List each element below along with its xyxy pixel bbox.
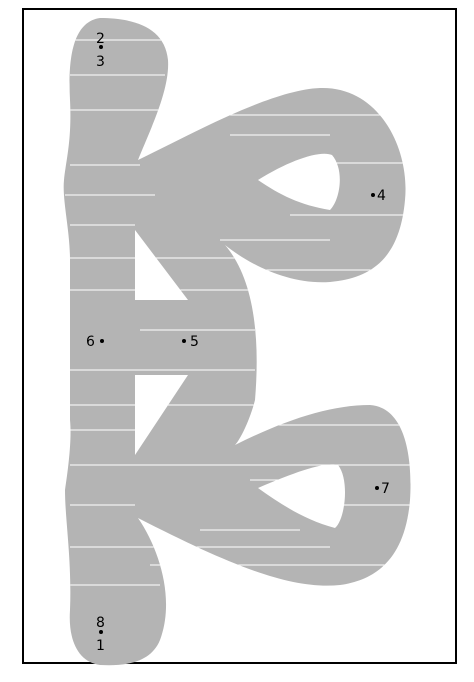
point-label-6: 6 bbox=[86, 334, 95, 350]
point-label-2: 2 bbox=[96, 31, 105, 47]
point-6-dot bbox=[100, 339, 104, 343]
point-label-8: 8 bbox=[96, 615, 105, 631]
point-label-5: 5 bbox=[190, 334, 199, 350]
point-label-1: 1 bbox=[96, 638, 105, 654]
point-7-dot bbox=[375, 486, 379, 490]
point-5-dot bbox=[182, 339, 186, 343]
point-label-4: 4 bbox=[377, 188, 386, 204]
point-2-3-dot bbox=[99, 45, 103, 49]
point-label-3: 3 bbox=[96, 54, 105, 70]
point-8-1-dot bbox=[99, 630, 103, 634]
point-4-dot bbox=[371, 193, 375, 197]
hatch-lines bbox=[65, 39, 410, 586]
point-label-7: 7 bbox=[381, 481, 390, 497]
